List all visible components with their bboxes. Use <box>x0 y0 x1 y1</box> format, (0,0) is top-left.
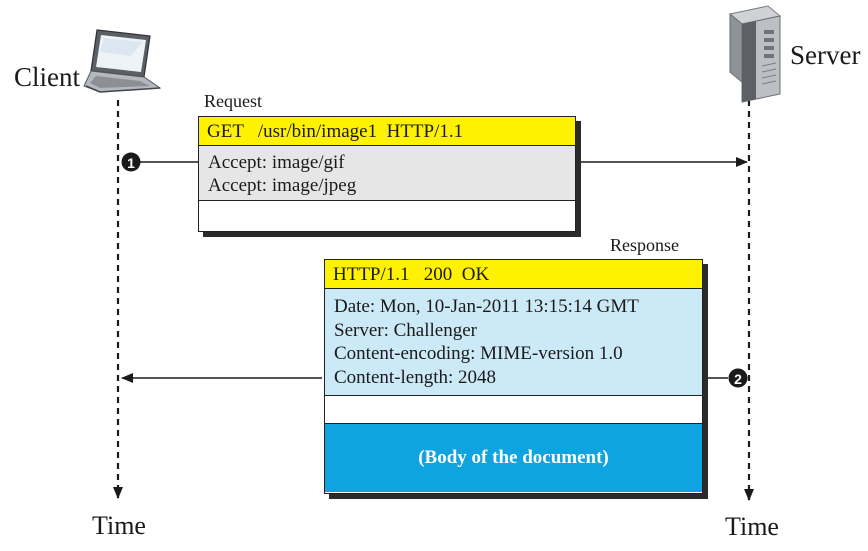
server-time-label: Time <box>725 512 779 541</box>
client-time-label: Time <box>92 511 146 540</box>
step-2-marker: 2 <box>728 368 748 388</box>
client-label: Client <box>14 62 80 92</box>
response-blank-line <box>325 396 702 423</box>
request-header-line: Accept: image/gif <box>208 152 345 173</box>
laptop-icon <box>83 29 162 93</box>
response-header-line: Content-length: 2048 <box>334 366 497 388</box>
response-header-line: Date: Mon, 10-Jan-2011 13:15:14 GMT <box>334 296 639 317</box>
response-header-line: Server: Challenger <box>334 319 477 341</box>
request-blank-line <box>199 201 575 227</box>
request-header-line: Accept: image/jpeg <box>208 175 357 196</box>
request-line: GET /usr/bin/image1 HTTP/1.1 <box>199 117 575 146</box>
status-line: HTTP/1.1 200 OK <box>325 260 702 289</box>
server-label: Server <box>790 40 861 70</box>
svg-text:2: 2 <box>734 371 742 387</box>
response-body: (Body of the document) <box>325 423 702 492</box>
step-1-marker: 1 <box>121 152 141 172</box>
request-caption: Request <box>204 91 262 111</box>
response-caption: Response <box>610 235 679 255</box>
server-tower-icon <box>728 5 782 103</box>
svg-text:1: 1 <box>127 155 135 171</box>
request-headers: Accept: image/gif Accept: image/jpeg <box>199 146 575 201</box>
response-message: HTTP/1.1 200 OK Date: Mon, 10-Jan-2011 1… <box>324 259 703 494</box>
response-headers: Date: Mon, 10-Jan-2011 13:15:14 GMT Serv… <box>325 289 702 396</box>
response-header-line: Content-encoding: MIME-version 1.0 <box>334 343 623 364</box>
request-message: GET /usr/bin/image1 HTTP/1.1 Accept: ima… <box>198 116 576 232</box>
